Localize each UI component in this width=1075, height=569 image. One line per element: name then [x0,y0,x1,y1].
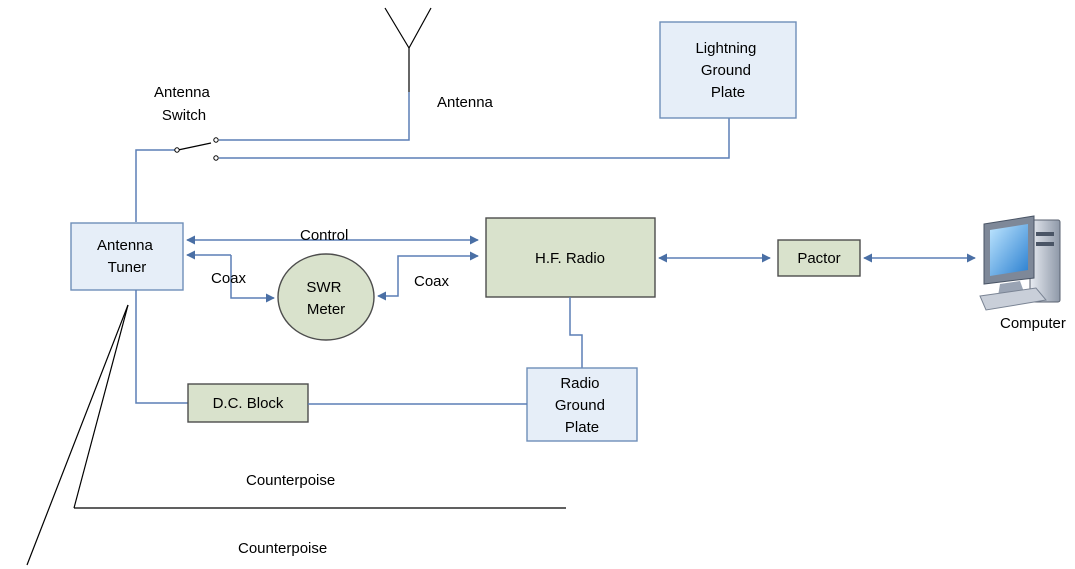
svg-text:Radio Ground Plate: Radio Ground Plate [555,375,609,436]
computer-icon [979,215,1061,311]
antenna-icon [384,7,432,92]
coax-connection-right [377,251,479,301]
counterpoise-wires [26,304,566,566]
coax-label-left: Coax [211,270,247,287]
svg-text:Antenna Tuner: Antenna Tuner [97,237,157,276]
coax-label-right: Coax [414,273,450,290]
radio-ground-connection [569,297,583,368]
tuner-dcblock-connection [135,290,188,404]
svg-text:SWR Meter: SWR Meter [306,279,345,318]
swr-meter-ellipse: SWR Meter [277,253,375,341]
counterpoise-label-1: Counterpoise [246,472,335,489]
svg-text:Lightning Ground P: Lightning Ground Plate [695,40,760,101]
antenna-switch [135,92,730,222]
svg-text:H.F. Radio: H.F. Radio [535,250,605,267]
antenna-label: Antenna [437,94,494,111]
hf-radio-box: H.F. Radio [485,217,656,298]
antenna-tuner-box: Antenna Tuner [70,222,184,291]
svg-text:D.C. Block: D.C. Block [213,395,284,412]
svg-text:Pactor: Pactor [797,250,840,267]
pactor-box: Pactor [777,239,861,277]
computer-label: Computer [1000,315,1066,332]
antenna-switch-label: Antenna Switch [154,84,214,124]
control-label: Control [300,227,348,244]
coax-connection-left [230,255,275,303]
radio-ground-plate-box: Radio Ground Plate [526,367,638,442]
dc-block-box: D.C. Block [187,383,309,423]
counterpoise-label-2: Counterpoise [238,540,327,557]
lightning-ground-plate-box: Lightning Ground Plate [659,21,797,119]
